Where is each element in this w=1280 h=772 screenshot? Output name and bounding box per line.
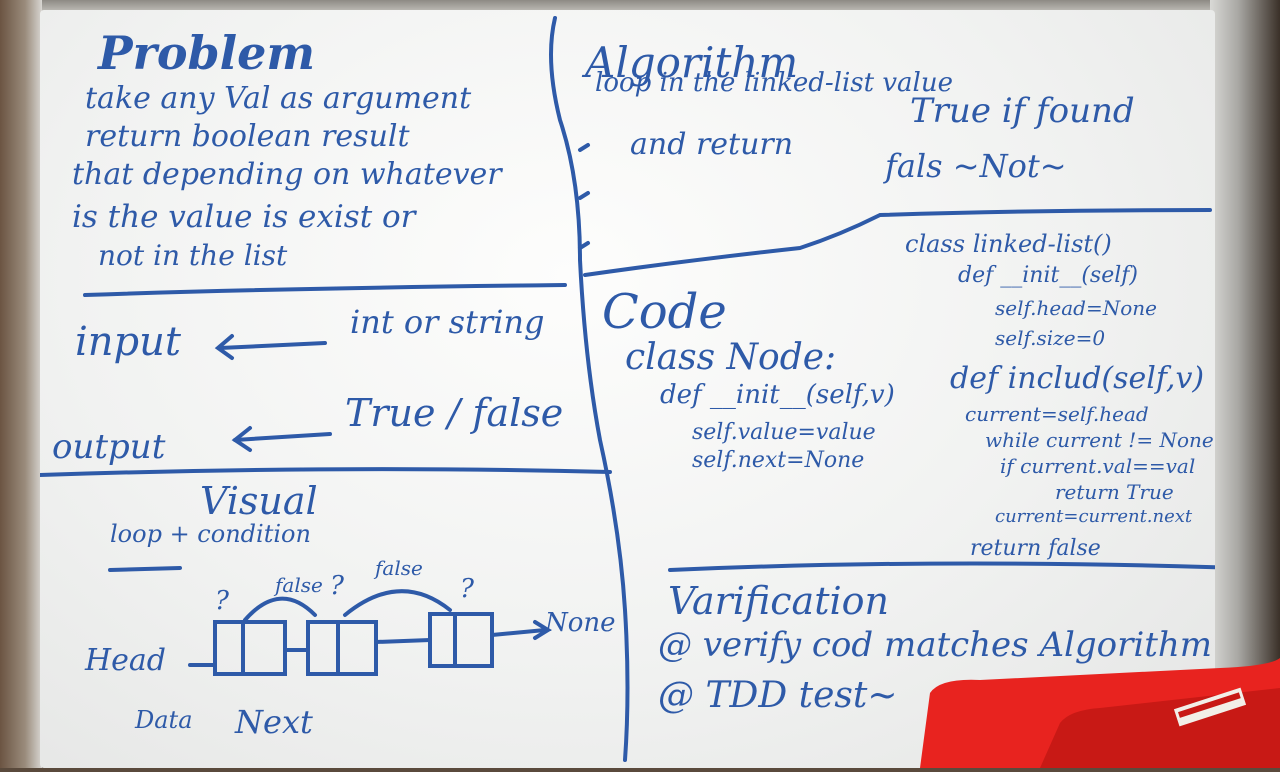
- problem-line-4: is the value is exist or: [72, 199, 416, 235]
- board-frame-left: [0, 0, 42, 768]
- visual-heading: Visual: [200, 479, 318, 523]
- problem-line-2: return boolean result: [85, 119, 410, 154]
- visual-subheading: loop + condition: [110, 520, 311, 548]
- verification-line-1: @ verify cod matches Algorithm: [658, 625, 1213, 665]
- algorithm-line-1: loop in the linked-list value: [595, 68, 953, 98]
- next-label: Next: [235, 703, 313, 741]
- code-node-line-4: self.next=None: [692, 448, 865, 473]
- code-node-line-3: self.value=value: [692, 420, 876, 445]
- whiteboard: Problem take any Val as argument return …: [40, 10, 1215, 768]
- board-frame-right: [1210, 0, 1280, 768]
- question-mark-3: ?: [460, 574, 474, 604]
- input-type: int or string: [350, 303, 545, 341]
- code-list-line-3: self.head=None: [995, 296, 1158, 320]
- code-list-line-10: current=current.next: [995, 506, 1193, 527]
- problem-line-3: that depending on whatever: [72, 157, 502, 192]
- whiteboard-divider-lines: [40, 16, 1215, 762]
- algorithm-line-2: and return: [630, 127, 794, 162]
- false-label-2: false: [375, 556, 423, 580]
- algorithm-line-4: fals ~Not~: [885, 147, 1067, 185]
- head-label: Head: [85, 643, 167, 678]
- problem-line-5: not in the list: [98, 239, 288, 272]
- code-list-line-9: return True: [1055, 480, 1174, 504]
- data-label: Data: [135, 706, 193, 734]
- code-list-line-4: self.size=0: [995, 326, 1106, 350]
- code-node-line-1: class Node:: [625, 337, 837, 378]
- algorithm-heading: Algorithm: [585, 38, 799, 87]
- question-mark-2: ?: [330, 571, 344, 601]
- code-list-line-2: def __init__(self): [958, 263, 1138, 288]
- code-list-line-6: current=self.head: [965, 402, 1149, 426]
- code-list-line-1: class linked-list(): [905, 230, 1112, 258]
- question-mark-1: ?: [215, 586, 229, 616]
- algorithm-line-3: True if found: [910, 91, 1135, 131]
- code-list-line-11: return false: [970, 536, 1101, 561]
- output-type: True / false: [345, 391, 564, 435]
- code-node-line-2: def __init__(self,v): [660, 380, 895, 410]
- problem-heading: Problem: [98, 26, 316, 80]
- code-list-line-5: def includ(self,v): [950, 361, 1205, 396]
- input-label: input: [75, 319, 181, 365]
- code-list-line-8: if current.val==val: [1000, 454, 1196, 478]
- problem-line-1: take any Val as argument: [85, 81, 472, 116]
- verification-heading: Varification: [668, 579, 889, 623]
- code-heading: Code: [602, 284, 727, 340]
- code-list-line-7: while current != None: [985, 428, 1214, 452]
- output-label: output: [52, 427, 166, 467]
- eraser: [920, 658, 1280, 768]
- false-label-1: false: [275, 573, 323, 597]
- none-label: None: [545, 608, 616, 638]
- verification-line-2: @ TDD test~: [658, 675, 898, 716]
